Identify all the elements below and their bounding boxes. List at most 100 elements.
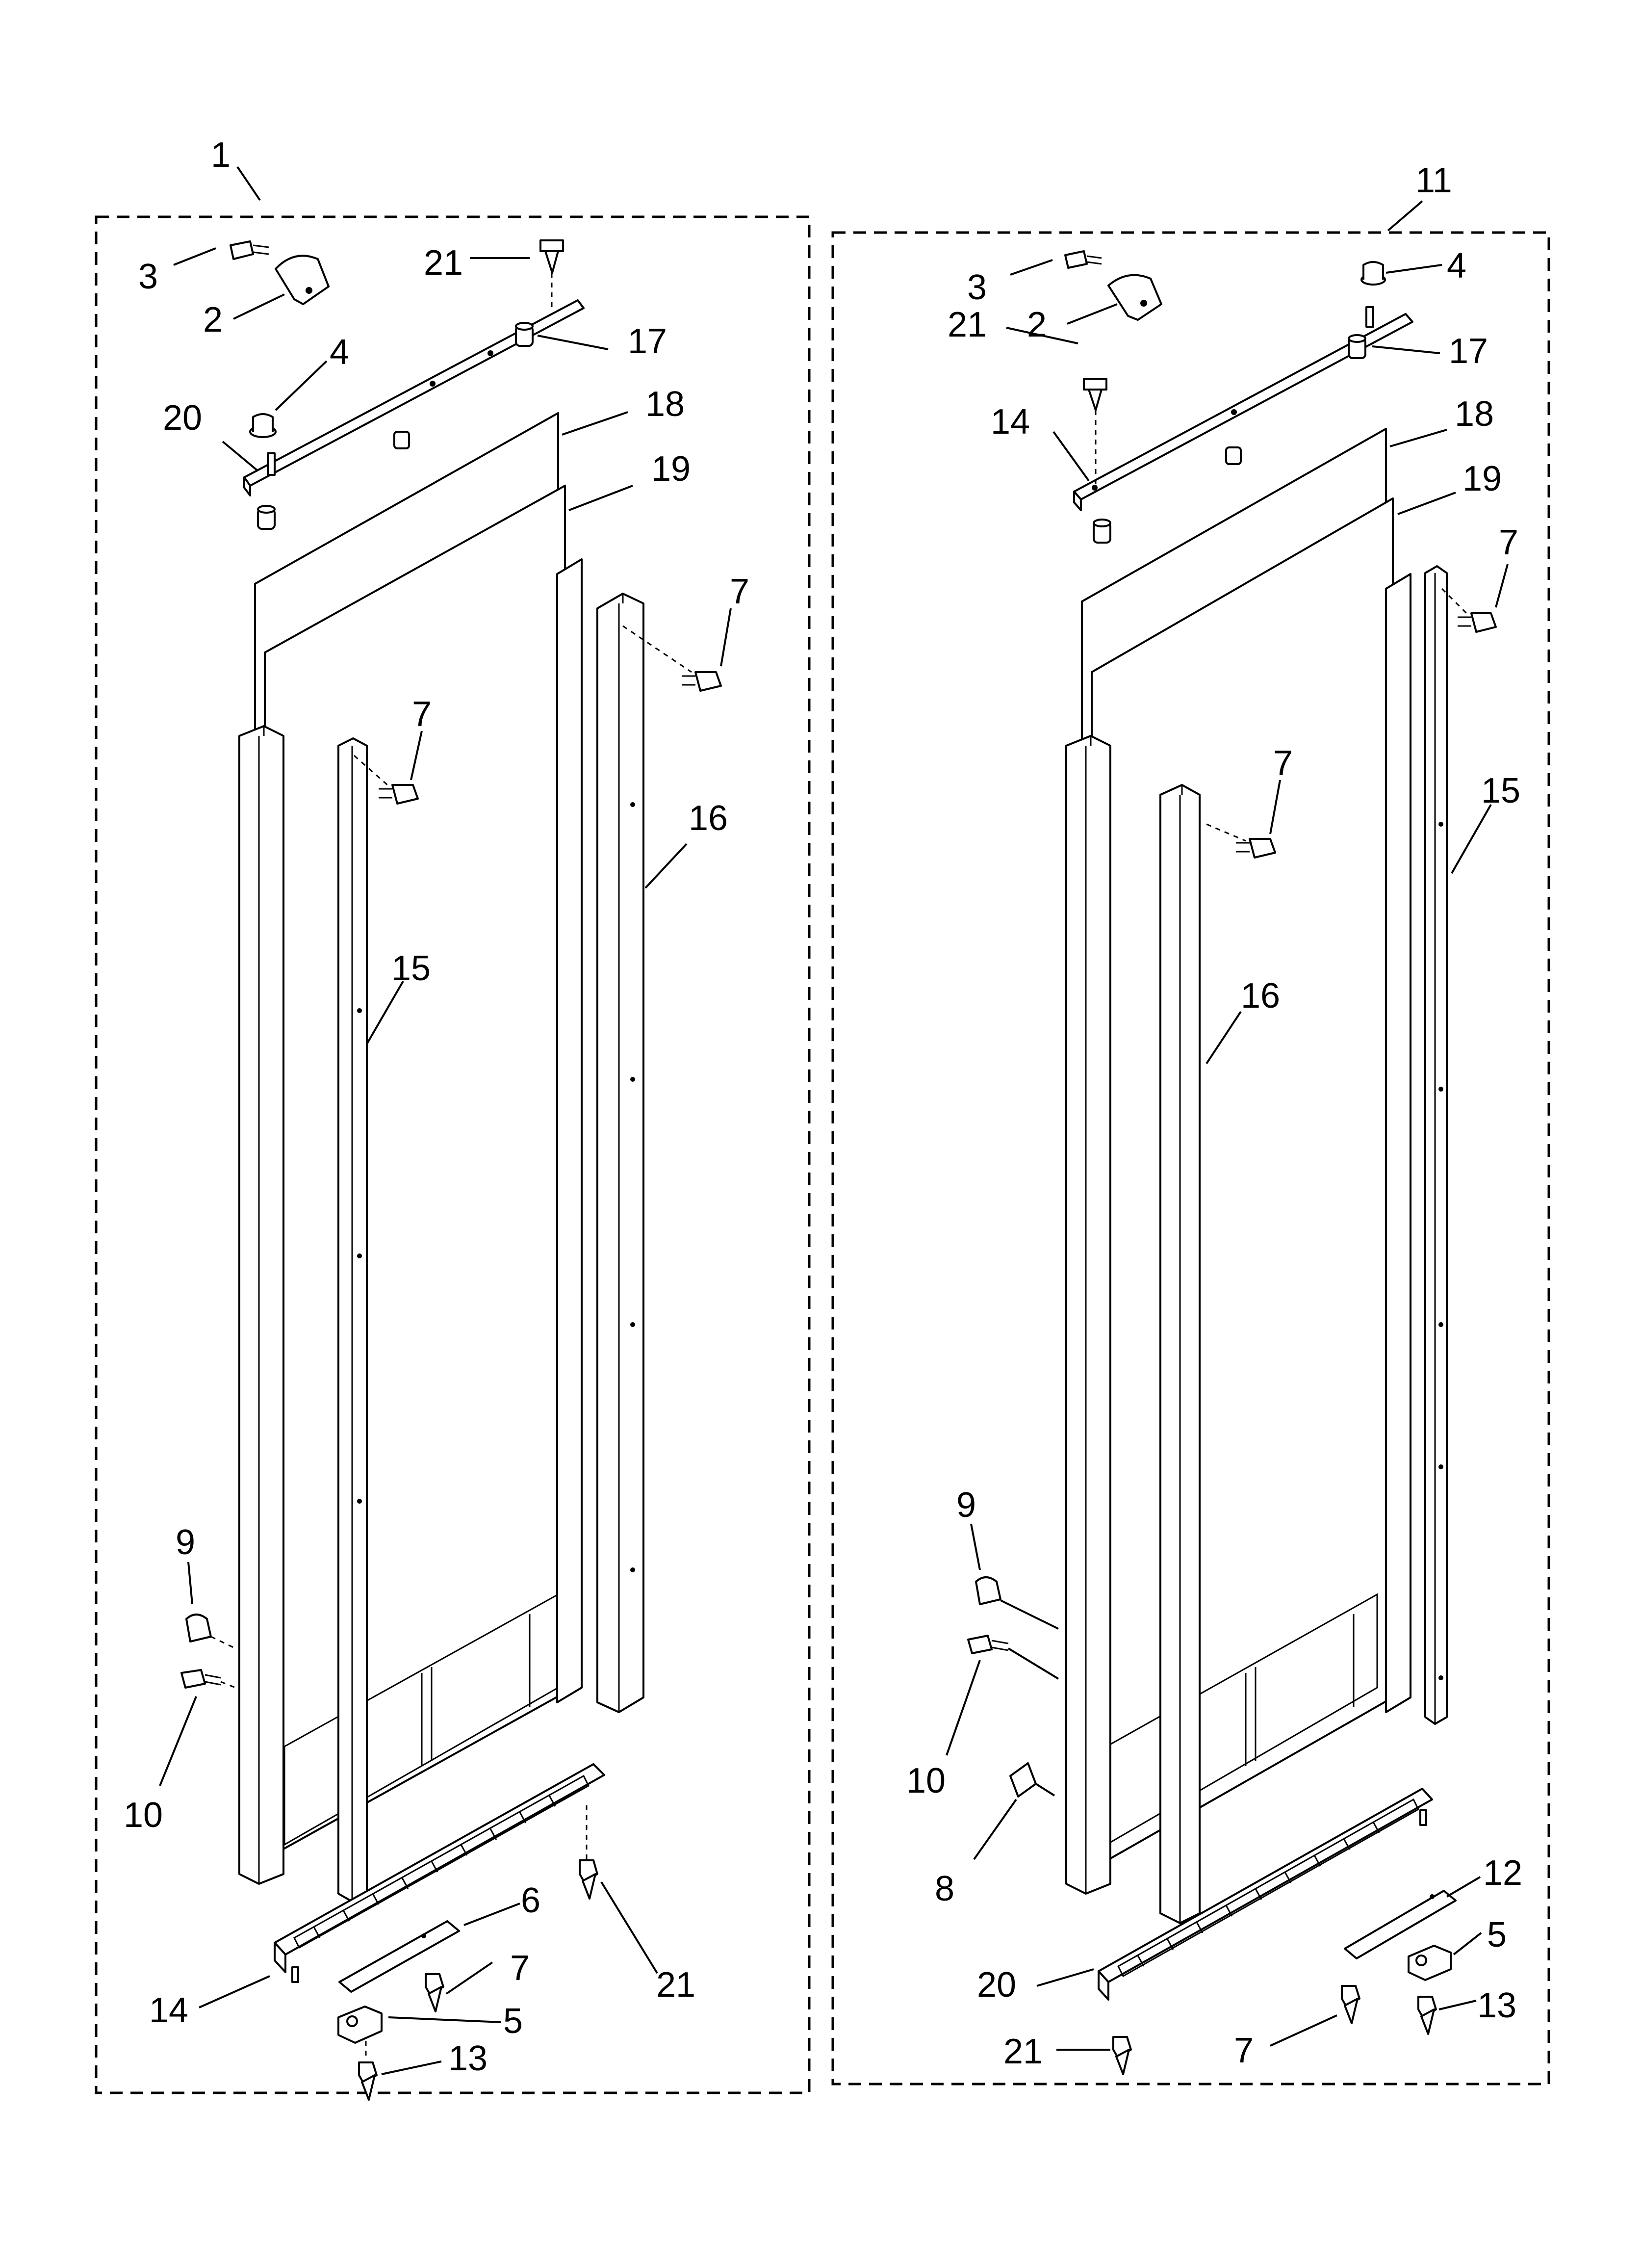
leader-17 bbox=[1372, 345, 1440, 354]
trim-16 bbox=[596, 593, 644, 1713]
leader-20 bbox=[222, 441, 259, 472]
hinge-pin bbox=[267, 452, 276, 476]
callout-4: 4 bbox=[330, 333, 349, 372]
screw-10 bbox=[180, 1669, 236, 1689]
callout-13: 13 bbox=[1477, 1986, 1516, 2025]
bottom-hinge-bar bbox=[1098, 1788, 1433, 2001]
callout-1: 1 bbox=[211, 135, 231, 175]
callout-17: 17 bbox=[628, 322, 667, 361]
callout-7: 7 bbox=[730, 572, 749, 611]
leader-7a bbox=[720, 608, 732, 667]
leader-7b bbox=[1269, 780, 1281, 834]
plug-9 bbox=[185, 1614, 236, 1649]
hinge-bracket-6 bbox=[338, 1920, 460, 1993]
callout-7: 7 bbox=[1234, 2031, 1254, 2070]
callout-13: 13 bbox=[448, 2039, 487, 2078]
leader-18 bbox=[1389, 429, 1447, 447]
callout-7: 7 bbox=[412, 695, 432, 734]
screw-3 bbox=[230, 240, 269, 260]
leader-9 bbox=[970, 1523, 981, 1570]
assembly-boundary bbox=[831, 231, 1550, 2086]
callout-18: 18 bbox=[1455, 394, 1494, 434]
leader-20 bbox=[1036, 1968, 1094, 1987]
door-panel-19 bbox=[264, 485, 566, 1860]
screw-7-upper bbox=[1441, 588, 1497, 633]
leader-3 bbox=[173, 247, 216, 266]
callout-10: 10 bbox=[906, 1761, 946, 1800]
leader-14 bbox=[199, 1975, 270, 2008]
hinge-5 bbox=[1408, 1945, 1452, 1981]
leader-7b bbox=[410, 730, 423, 781]
leader-7c bbox=[1270, 2014, 1337, 2047]
door-side-channel bbox=[238, 725, 284, 1885]
hinge-bracket-12 bbox=[1344, 1890, 1457, 1959]
plug-9 bbox=[975, 1576, 1059, 1630]
leader-16 bbox=[644, 843, 688, 889]
leader-4 bbox=[275, 360, 328, 411]
leader-10 bbox=[946, 1660, 981, 1756]
trim-15 bbox=[337, 737, 368, 1903]
leader-7c bbox=[445, 1961, 493, 1995]
callout-15: 15 bbox=[391, 949, 431, 988]
leader-4 bbox=[1385, 264, 1442, 274]
leader-19 bbox=[1397, 492, 1456, 515]
leader-19 bbox=[568, 485, 633, 511]
leader-21a bbox=[1006, 327, 1078, 344]
screw-21-bottom bbox=[1112, 2036, 1132, 2075]
hinge-2 bbox=[1107, 274, 1162, 321]
callout-7: 7 bbox=[1499, 523, 1518, 562]
leader-2 bbox=[1067, 303, 1118, 325]
grommet bbox=[1093, 519, 1111, 544]
top-hinge-bracket bbox=[1073, 313, 1413, 511]
leader-2 bbox=[233, 293, 285, 320]
hinge-pin bbox=[1365, 306, 1374, 328]
screw-3 bbox=[1064, 250, 1102, 269]
leader-6 bbox=[463, 1903, 520, 1926]
callout-7: 7 bbox=[510, 1949, 530, 1988]
bushing-4 bbox=[1360, 261, 1386, 286]
leader-10 bbox=[159, 1696, 197, 1786]
callout-11: 11 bbox=[1415, 161, 1452, 200]
spacer bbox=[393, 431, 410, 449]
leader-1 bbox=[236, 166, 261, 201]
screw-7-mid bbox=[1206, 823, 1276, 859]
leader-3 bbox=[1010, 259, 1053, 276]
callout-7: 7 bbox=[1273, 744, 1293, 783]
door-handle-channel bbox=[556, 558, 583, 1703]
callout-19: 19 bbox=[651, 449, 691, 489]
trim-15 bbox=[1424, 565, 1448, 1725]
screw-7-upper bbox=[622, 625, 722, 692]
callout-14: 14 bbox=[991, 402, 1030, 442]
trim-16 bbox=[1159, 784, 1201, 1924]
door-panel-19 bbox=[1091, 497, 1394, 1870]
left-door-assembly: 1 3 2 21 4 20 17 18 19 7 7 16 15 9 10 6 … bbox=[95, 135, 811, 2101]
callout-5: 5 bbox=[503, 2002, 523, 2041]
leader-5 bbox=[388, 2016, 502, 2023]
leader-7a bbox=[1495, 564, 1509, 608]
bushing-17 bbox=[515, 322, 534, 347]
door-side-channel bbox=[1065, 735, 1111, 1895]
callout-21: 21 bbox=[948, 305, 987, 344]
leader-16 bbox=[1206, 1011, 1242, 1065]
callout-21: 21 bbox=[1003, 2032, 1043, 2071]
leader-5 bbox=[1453, 1932, 1482, 1955]
leader-15 bbox=[1451, 804, 1492, 874]
leader-9 bbox=[187, 1562, 193, 1605]
callout-2: 2 bbox=[203, 300, 223, 339]
screw-21-top bbox=[539, 239, 564, 308]
leader-17 bbox=[537, 335, 609, 350]
screw-13 bbox=[358, 2041, 378, 2101]
leader-13 bbox=[381, 2060, 442, 2075]
bushing-4 bbox=[249, 413, 277, 438]
leader-13 bbox=[1438, 2000, 1477, 2010]
callout-8: 8 bbox=[935, 1869, 954, 1908]
spacer bbox=[1225, 446, 1242, 465]
screw-7-bottom bbox=[1341, 1985, 1360, 2024]
clip-8 bbox=[1009, 1762, 1055, 1798]
callout-12: 12 bbox=[1483, 1853, 1522, 1893]
hinge-2 bbox=[275, 255, 330, 305]
right-door-assembly: 11 3 4 2 21 17 14 18 19 7 7 15 16 9 10 8… bbox=[831, 161, 1550, 2086]
screw-7-bottom bbox=[425, 1973, 444, 2012]
callout-20: 20 bbox=[163, 398, 202, 438]
